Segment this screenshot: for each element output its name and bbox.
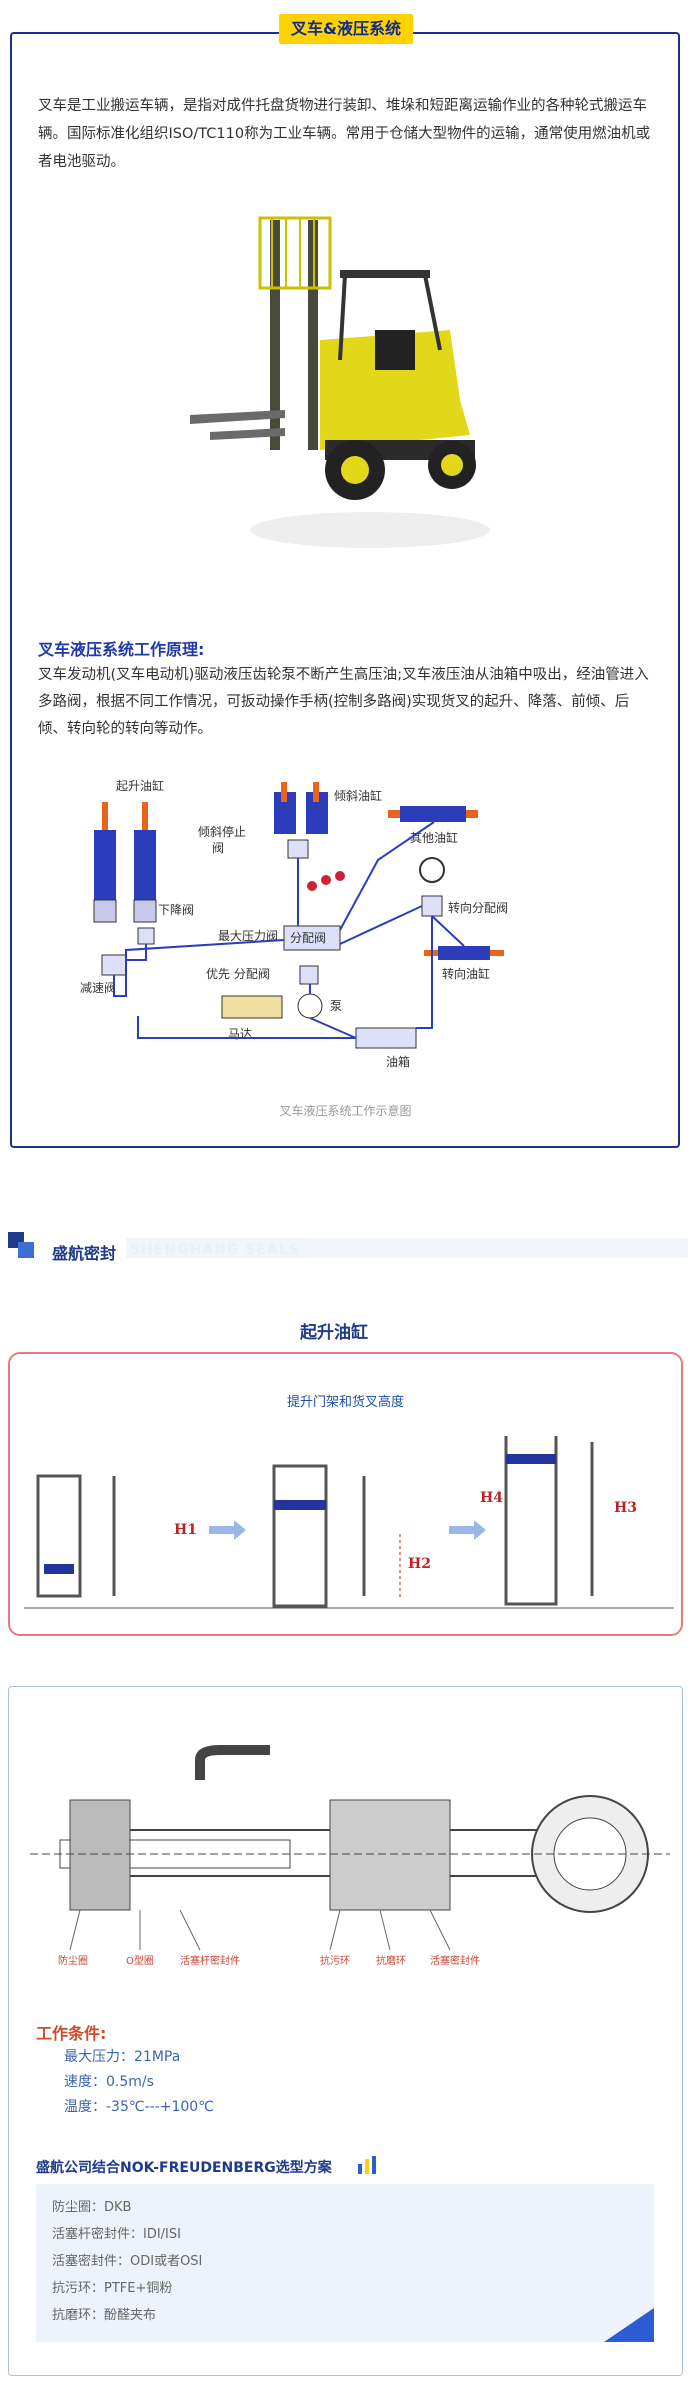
dist-valve-label: 分配阀 bbox=[290, 931, 326, 945]
lift-cylinder-card bbox=[8, 1352, 683, 1636]
condition-temperature: 温度：-35℃---+100℃ bbox=[64, 2099, 214, 2115]
section-badge: 叉车&液压系统 bbox=[279, 14, 413, 44]
scheme-item: 抗磨环：酚醛夹布 bbox=[52, 2308, 157, 2323]
tank-label: 油箱 bbox=[386, 1054, 410, 1069]
priority-label: 优先 分配阀 bbox=[206, 967, 270, 981]
tilt-stop-label: 倾斜停止 bbox=[198, 824, 246, 839]
part-label-rod-seal: 活塞杆密封件 bbox=[180, 1954, 240, 1967]
scheme-item: 抗污环：PTFE+铜粉 bbox=[52, 2281, 173, 2296]
label-h3: H3 bbox=[614, 1500, 637, 1516]
lift-cylinder-title: 起升油缸 bbox=[300, 1323, 368, 1343]
corner-decoration bbox=[604, 2308, 654, 2342]
part-label-oring: O型圈 bbox=[126, 1954, 154, 1967]
label-h4: H4 bbox=[480, 1490, 503, 1506]
scheme-item: 活塞密封件：ODI或者OSI bbox=[52, 2254, 203, 2269]
principle-title: 叉车液压系统工作原理: bbox=[38, 640, 205, 659]
tilt-cylinder-label: 倾斜油缸 bbox=[334, 788, 382, 803]
brand-title: 盛航密封 bbox=[52, 1244, 117, 1263]
schematic-caption: 叉车液压系统工作示意图 bbox=[279, 1104, 412, 1118]
part-label-contam: 抗污环 bbox=[320, 1954, 350, 1967]
bar-chart-icon bbox=[358, 2156, 376, 2174]
intro-paragraph: 叉车是工业搬运车辆，是指对成件托盘货物进行装卸、堆垛和短距离运输作业的各种轮式搬… bbox=[38, 98, 651, 170]
brand-bar bbox=[8, 1232, 688, 1258]
steer-cylinder-label: 转向油缸 bbox=[442, 966, 490, 981]
principle-paragraph: 叉车发动机(叉车电动机)驱动液压齿轮泵不断产生高压油;叉车液压油从油箱中吸出，经… bbox=[38, 667, 649, 737]
scheme-item: 防尘圈：DKB bbox=[52, 2200, 132, 2215]
pump-label: 泵 bbox=[330, 999, 342, 1013]
lift-cylinder-subtitle: 提升门架和货叉高度 bbox=[286, 1395, 404, 1410]
other-cylinder-label: 其他油缸 bbox=[410, 830, 458, 845]
lift-cylinder-label: 起升油缸 bbox=[116, 778, 164, 793]
hydraulic-schematic: 起升油缸 下降阀 减速阀 倾斜油缸 倾斜停止 阀 其他油缸 分配阀 最大压力阀 … bbox=[80, 778, 508, 1069]
forklift-image bbox=[190, 216, 490, 548]
part-label-piston-seal: 活塞密封件 bbox=[430, 1954, 480, 1967]
brand-pinyin: SHENGHANG SEALS bbox=[130, 1242, 300, 1258]
conditions-title: 工作条件: bbox=[36, 2024, 107, 2043]
label-h1: H1 bbox=[174, 1522, 197, 1538]
scheme-box bbox=[36, 2184, 654, 2342]
slow-valve-label: 减速阀 bbox=[80, 981, 116, 995]
condition-speed: 速度：0.5m/s bbox=[64, 2074, 154, 2090]
mast-lift-diagram: H1 H2 H4 H3 bbox=[24, 1436, 674, 1609]
part-label-dust: 防尘圈 bbox=[58, 1954, 88, 1967]
condition-pressure: 最大压力：21MPa bbox=[64, 2049, 181, 2065]
cylinder-cross-section: 防尘圈 O型圈 活塞杆密封件 抗污环 抗磨环 活塞密封件 bbox=[30, 1745, 670, 1967]
label-h2: H2 bbox=[408, 1556, 431, 1572]
seal-card bbox=[8, 1686, 683, 2376]
lower-valve-label: 下降阀 bbox=[158, 903, 194, 917]
tilt-stop-label-2: 阀 bbox=[212, 841, 224, 855]
part-label-wear: 抗磨环 bbox=[376, 1954, 406, 1967]
scheme-item: 活塞杆密封件：IDI/ISI bbox=[52, 2227, 181, 2242]
steer-dist-label: 转向分配阀 bbox=[448, 900, 508, 915]
scheme-title: 盛航公司结合NOK-FREUDENBERG选型方案 bbox=[36, 2160, 332, 2176]
max-pressure-label: 最大压力阀 bbox=[218, 929, 278, 943]
